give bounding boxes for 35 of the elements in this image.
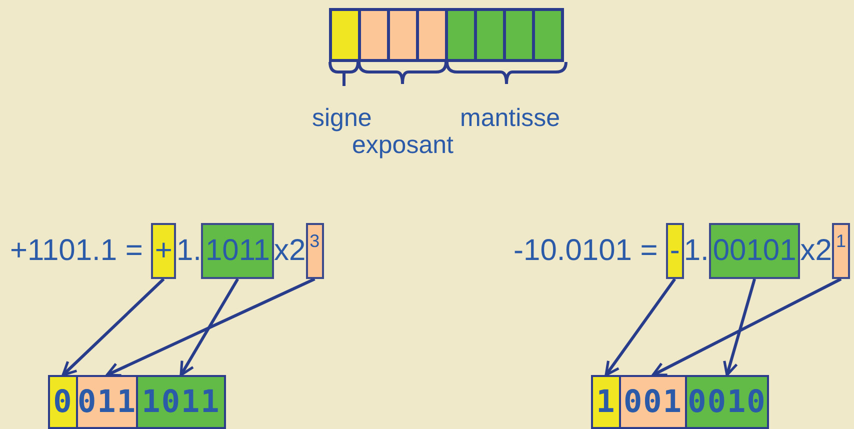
bit-cell <box>445 8 477 62</box>
field-label: signe <box>312 104 372 133</box>
highlight-box: - <box>666 223 684 279</box>
highlight-box: 3 <box>306 223 324 279</box>
highlight-box: 1 <box>832 223 850 279</box>
highlight-box: 00101 <box>708 223 800 279</box>
bit-cell: 011 <box>76 375 138 429</box>
highlight-box: + <box>150 223 176 279</box>
bit-cell: 001 <box>619 375 687 429</box>
highlight-box: 1011 <box>201 223 274 279</box>
arrow <box>62 278 165 376</box>
field-label: mantisse <box>460 104 560 133</box>
formula-text: -10.0101 = <box>514 234 658 268</box>
formula-text: +1101.1 = <box>10 234 143 268</box>
arrow <box>106 278 316 377</box>
bit-cell <box>532 8 564 62</box>
bit-cell <box>387 8 419 62</box>
formula-text: 1. <box>176 234 202 268</box>
bit-cell: 0010 <box>685 375 769 429</box>
bit-cell: 1 <box>591 375 621 429</box>
arrow <box>652 278 842 376</box>
formula-text: x2 <box>274 234 306 268</box>
formula-text: 1. <box>684 234 709 268</box>
formula-text: x2 <box>800 234 832 268</box>
bit-cell <box>416 8 448 62</box>
bit-cell: 0 <box>48 375 78 429</box>
bit-cell: 1011 <box>136 375 226 429</box>
bit-cell <box>358 8 390 62</box>
bit-cell <box>503 8 535 62</box>
bit-cell <box>329 8 361 62</box>
arrow <box>180 278 240 376</box>
arrow <box>604 278 676 376</box>
bit-cell <box>474 8 506 62</box>
arrow <box>723 278 756 376</box>
field-label: exposant <box>352 131 454 160</box>
